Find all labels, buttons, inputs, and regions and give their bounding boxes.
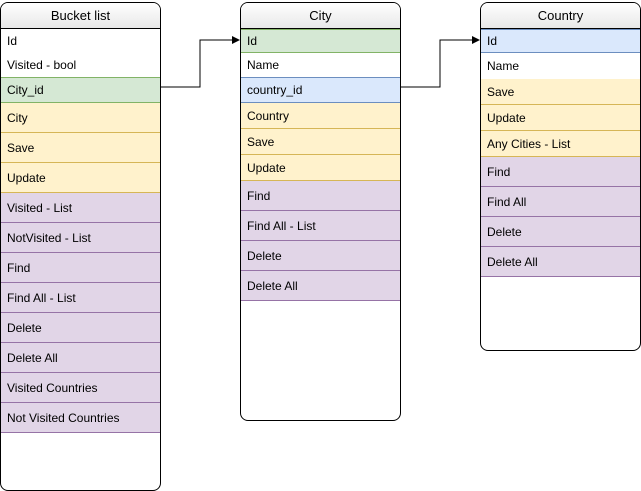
field-label: Find [247, 188, 271, 203]
bucket-list-method-notvisited-list[interactable]: NotVisited - List [1, 223, 160, 253]
field-label: Delete [487, 224, 522, 239]
field-label: Not Visited Countries [7, 410, 120, 425]
field-label: Save [487, 84, 515, 99]
connector-city-to-country [401, 36, 480, 88]
country-field-id[interactable]: Id [481, 29, 640, 53]
city-method-save[interactable]: Save [241, 129, 400, 155]
city-field-name[interactable]: Name [241, 53, 400, 77]
field-label: Visited Countries [7, 380, 98, 395]
field-label: Update [247, 160, 286, 175]
bucket-list-method-visited-list[interactable]: Visited - List [1, 193, 160, 223]
city-field-country-id[interactable]: country_id [241, 77, 400, 103]
field-label: Find All - List [7, 290, 76, 305]
field-label: Country [247, 108, 290, 123]
field-label: Visited - bool [7, 58, 77, 72]
field-label: Id [487, 34, 498, 48]
city-entity[interactable]: City Id Name country_id Country Save Upd… [240, 2, 401, 421]
bucket-list-method-update[interactable]: Update [1, 163, 160, 193]
bucket-list-entity[interactable]: Bucket list Id Visited - bool City_id Ci… [0, 2, 161, 491]
country-method-delete[interactable]: Delete [481, 217, 640, 247]
city-title: City [241, 3, 400, 29]
field-label: Id [7, 34, 18, 48]
country-method-save[interactable]: Save [481, 79, 640, 105]
field-label: Update [487, 110, 526, 125]
field-label: Delete All [487, 254, 538, 269]
field-label: Id [247, 34, 258, 48]
field-label: Delete [247, 248, 282, 263]
field-label: City [7, 110, 28, 125]
field-label: NotVisited - List [7, 230, 91, 245]
field-label: Find All - List [247, 218, 316, 233]
field-label: Find [487, 164, 511, 179]
bucket-list-method-delete-all[interactable]: Delete All [1, 343, 160, 373]
bucket-list-method-not-visited-countries[interactable]: Not Visited Countries [1, 403, 160, 433]
connector-bucket-list-to-city [161, 36, 240, 88]
bucket-list-title: Bucket list [1, 3, 160, 29]
city-method-delete[interactable]: Delete [241, 241, 400, 271]
field-label: Save [7, 140, 35, 155]
bucket-list-method-visited-countries[interactable]: Visited Countries [1, 373, 160, 403]
city-field-country[interactable]: Country [241, 103, 400, 129]
city-method-update[interactable]: Update [241, 155, 400, 181]
field-label: Name [247, 58, 280, 72]
bucket-list-method-save[interactable]: Save [1, 133, 160, 163]
country-method-find[interactable]: Find [481, 157, 640, 187]
bucket-list-field-city-id[interactable]: City_id [1, 77, 160, 103]
bucket-list-method-delete[interactable]: Delete [1, 313, 160, 343]
country-method-update[interactable]: Update [481, 105, 640, 131]
country-title: Country [481, 3, 640, 29]
field-label: Save [247, 134, 275, 149]
field-label: Find All [487, 194, 527, 209]
field-label: Name [487, 59, 520, 73]
city-method-find[interactable]: Find [241, 181, 400, 211]
field-label: Any Cities - List [487, 136, 571, 151]
field-label: Delete All [7, 350, 58, 365]
country-entity[interactable]: Country Id Name Save Update Any Cities -… [480, 2, 641, 351]
field-label: Update [7, 170, 46, 185]
country-field-name[interactable]: Name [481, 53, 640, 79]
city-method-find-all[interactable]: Find All - List [241, 211, 400, 241]
field-label: Visited - List [7, 200, 73, 215]
country-method-any-cities[interactable]: Any Cities - List [481, 131, 640, 157]
field-label: country_id [247, 83, 303, 97]
field-label: Find [7, 260, 31, 275]
field-label: Delete [7, 320, 42, 335]
country-method-delete-all[interactable]: Delete All [481, 247, 640, 277]
city-method-delete-all[interactable]: Delete All [241, 271, 400, 301]
bucket-list-method-find-all[interactable]: Find All - List [1, 283, 160, 313]
city-field-id[interactable]: Id [241, 29, 400, 53]
bucket-list-method-find[interactable]: Find [1, 253, 160, 283]
bucket-list-field-visited[interactable]: Visited - bool [1, 53, 160, 77]
bucket-list-field-id[interactable]: Id [1, 29, 160, 53]
country-method-find-all[interactable]: Find All [481, 187, 640, 217]
bucket-list-field-city[interactable]: City [1, 103, 160, 133]
field-label: City_id [7, 83, 44, 97]
field-label: Delete All [247, 278, 298, 293]
